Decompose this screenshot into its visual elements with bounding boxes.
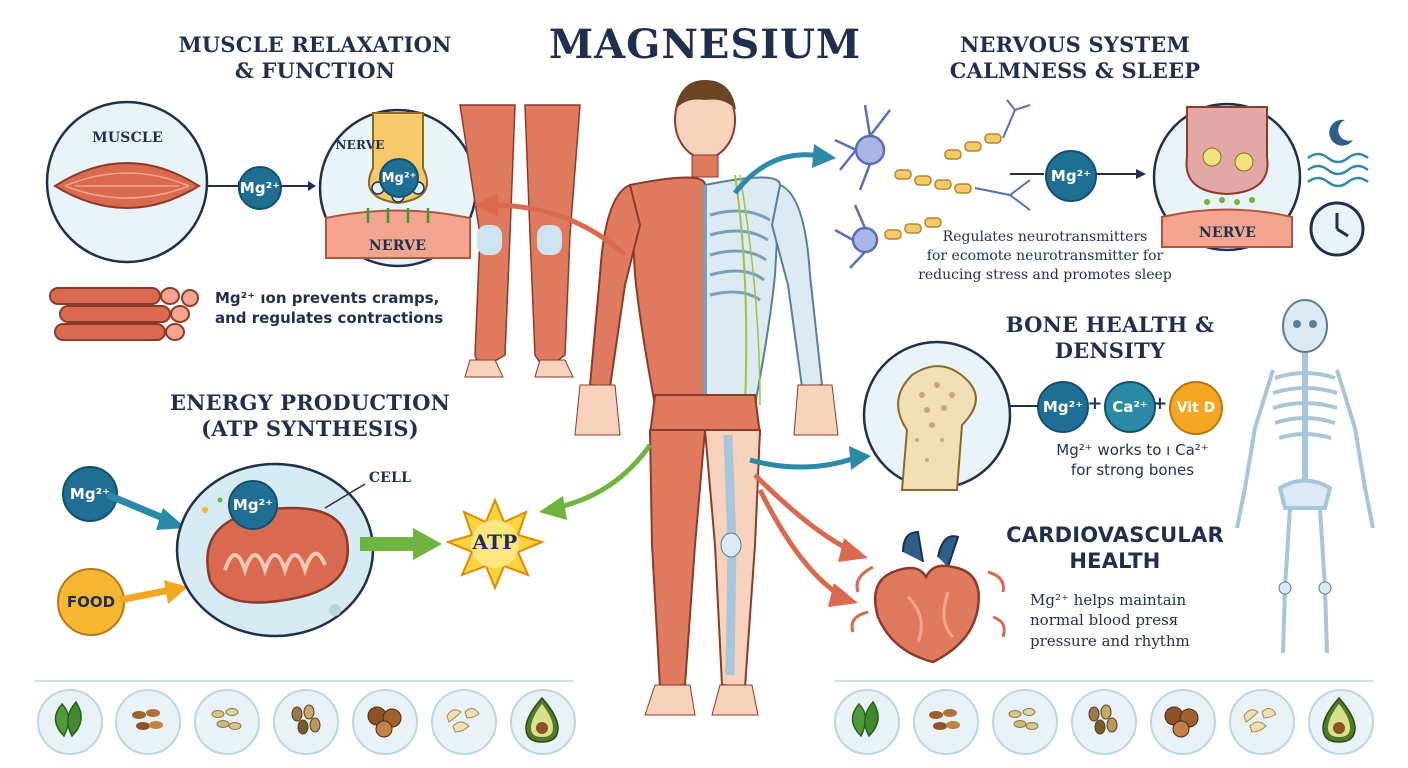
muscle-label: MUSCLE (92, 130, 163, 146)
pumpkin-seeds-icon (211, 708, 242, 730)
food-strip-divider-right (835, 680, 1373, 682)
ca-ion-badge: Ca²⁺ (1104, 381, 1156, 433)
bone-heading: BONE HEALTH & DENSITY (1000, 312, 1220, 365)
bone-plus-1: + (1087, 393, 1103, 414)
avocado-icon (1322, 696, 1356, 743)
clock-icon (1309, 201, 1365, 257)
atp-burst-icon (445, 497, 545, 591)
arrow-body-to-nervous (733, 144, 836, 195)
energy-heading: ENERGY PRODUCTION (ATP SYNTHESIS) (140, 390, 480, 443)
food-label: FOOD (66, 593, 116, 611)
cell-mg-ion: Mg²⁺ (228, 480, 278, 530)
spinach-icon (54, 700, 82, 738)
nervous-heading-line1: NERVOUS SYSTEM (960, 32, 1190, 57)
nervous-caption: Regulates neurotransmitters for ecomote … (880, 228, 1210, 285)
arrow-body-to-synapse (474, 193, 627, 257)
legs-illustration (459, 104, 581, 378)
bone-caption: Mg²⁺ works to ı Ca²⁺ for strong bones (1025, 440, 1240, 481)
atp-label: ATP (472, 530, 518, 554)
human-anatomy-figure (574, 80, 839, 716)
cell-label: CELL (368, 470, 412, 486)
cell-diagram (175, 462, 375, 638)
cardio-caption-line3: pressure and rhythm (1030, 631, 1190, 650)
hazelnuts-icon (1164, 706, 1199, 738)
spinach-icon (851, 700, 879, 738)
nerve-mg-ion: Mg²⁺ (379, 158, 419, 198)
arrow-nervous-mg (1010, 169, 1146, 179)
cardio-caption: Mg²⁺ helps maintain normal blood presя p… (1030, 590, 1230, 651)
nerve-bottom-label: NERVE (368, 238, 427, 254)
moon-icon (1329, 119, 1353, 146)
arrow-food-to-cell (119, 580, 188, 604)
bone-mg-ion: Mg²⁺ (1037, 381, 1089, 433)
energy-heading-line2: (ATP SYNTHESIS) (201, 416, 419, 442)
pumpkin-seeds-icon (1008, 708, 1039, 730)
mg-ion-badge: Mg²⁺ (238, 166, 282, 210)
nervous-caption-line1: Regulates neurotransmitters (942, 229, 1148, 245)
muscle-caption-line1: Mg²⁺ ıon prevents cramps, (215, 289, 440, 307)
bone-plus-2: + (1152, 393, 1168, 414)
neurons-illustration (834, 99, 1031, 269)
almonds-icon (929, 709, 960, 730)
food-circle (115, 689, 181, 755)
arrow-mg-to-cell (106, 491, 186, 530)
cardio-heading-line1: CARDIOVASCULAR (1006, 523, 1224, 547)
bone-heading-line1: BONE HEALTH & (1005, 312, 1215, 337)
arrow-body-to-heart (753, 473, 868, 607)
bone-caption-line1: Mg²⁺ works to ı Ca²⁺ (1056, 441, 1209, 459)
food-circle (1229, 689, 1295, 755)
energy-heading-line1: ENERGY PRODUCTION (169, 390, 450, 415)
muscle-heading-line2: & FUNCTION (234, 58, 396, 84)
waves-icon (1307, 152, 1369, 188)
bone-heading-line2: DENSITY (1054, 338, 1166, 364)
cell-label-leader (324, 483, 366, 509)
muscle-caption-line2: and regulates contractions (215, 309, 444, 328)
food-badge: FOOD (57, 568, 125, 636)
sleep-synapse-diagram (1152, 102, 1302, 252)
arrow-body-to-bone (749, 446, 871, 470)
nervous-heading-line2: CALMNESS & SLEEP (949, 58, 1201, 84)
cashews-icon (446, 708, 480, 733)
arrow-cell-to-atp (360, 528, 442, 560)
mixed-seeds-icon (291, 704, 321, 735)
arrow-body-to-atp (539, 443, 653, 520)
cashews-icon (1243, 708, 1277, 733)
food-circle (913, 689, 979, 755)
mixed-seeds-icon (1088, 704, 1118, 735)
muscle-fibers-icon (49, 287, 199, 341)
nerve-top-label: NERVE (335, 138, 385, 152)
heart-icon (850, 530, 1006, 664)
almonds-icon (132, 709, 163, 730)
cardio-heading-line2: HEALTH (1069, 549, 1161, 574)
mitochondria-icon (206, 506, 350, 604)
hazelnuts-icon (367, 706, 402, 738)
skeleton-illustration (1235, 299, 1375, 654)
food-circle (431, 689, 497, 755)
sleep-nerve-label: NERVE (1198, 225, 1257, 241)
muscle-caption: Mg²⁺ ıon prevents cramps, and regulates … (215, 288, 475, 329)
nervous-caption-line2: for ecomote neurotransmitter for (926, 247, 1164, 264)
food-circle (992, 689, 1058, 755)
bone-connector (1010, 405, 1038, 407)
page-title: MAGNESIUM (548, 21, 862, 68)
bone-caption-line2: for strong bones (1070, 461, 1195, 480)
arrow-mg-to-nerve (280, 181, 316, 191)
cardio-heading: CARDIOVASCULAR HEALTH (1000, 522, 1230, 575)
cardio-caption-line1: Mg²⁺ helps maintain (1030, 591, 1187, 609)
nervous-heading: NERVOUS SYSTEM CALMNESS & SLEEP (920, 32, 1230, 85)
muscle-heading: MUSCLE RELAXATION & FUNCTION (150, 32, 480, 85)
muscle-diagram (45, 100, 209, 264)
food-strip-divider-left (35, 680, 573, 682)
avocado-icon (525, 696, 559, 743)
bone-cross-section (862, 340, 1012, 491)
nervous-mg-ion: Mg²⁺ (1045, 150, 1097, 202)
cardio-caption-line2: normal blood presя (1030, 611, 1179, 630)
muscle-heading-line1: MUSCLE RELAXATION (178, 32, 452, 57)
vitd-badge: Vit D (1169, 381, 1223, 435)
nervous-caption-line3: reducing stress and promotes sleep (918, 266, 1172, 283)
